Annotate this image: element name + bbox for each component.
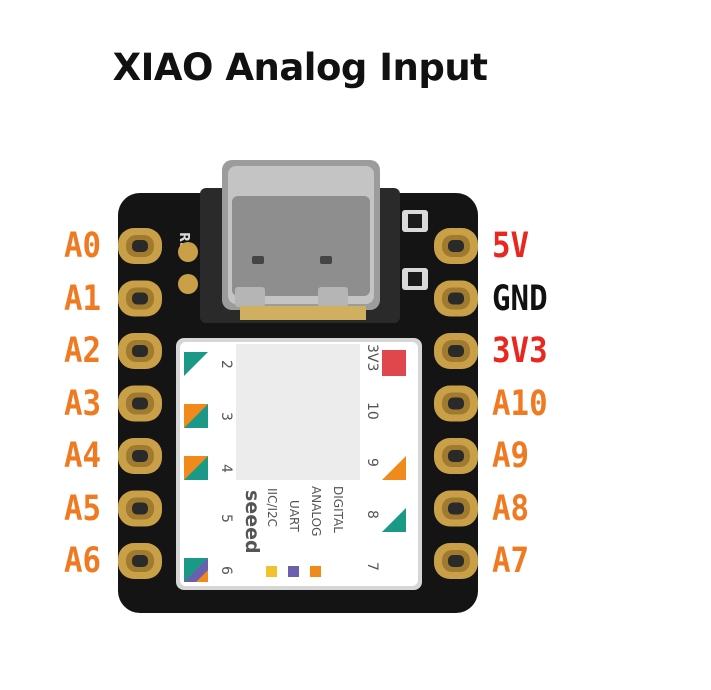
pin-label-a6: A6 <box>64 541 102 581</box>
pin-pad <box>118 438 162 474</box>
right-pin-numbers: 3V3 10 9 8 7 <box>364 344 380 571</box>
left-pads <box>118 228 162 579</box>
board-number: 5 <box>218 514 234 523</box>
board-number: 8 <box>364 510 380 519</box>
pin-label-a9: A9 <box>492 436 530 476</box>
pin-pad <box>434 228 478 264</box>
board-number: 4 <box>218 464 234 473</box>
board-number: 7 <box>364 562 380 571</box>
pin-label-a3: A3 <box>64 383 102 424</box>
pin-label-a1: A1 <box>64 278 102 319</box>
pin-label-a8: A8 <box>492 488 530 529</box>
pin-label-gnd: GND <box>492 278 548 319</box>
board-number: 3 <box>218 412 234 421</box>
pin-pad <box>118 333 162 369</box>
pin-label-a2: A2 <box>64 331 102 371</box>
legend-label: UART <box>287 500 301 532</box>
legend-label: ANALOG <box>309 486 323 536</box>
pin-pad <box>434 333 478 369</box>
board-number: 10 <box>364 402 380 420</box>
left-markers <box>184 352 208 582</box>
legend-swatch <box>288 566 299 577</box>
pin-label-a4: A4 <box>64 436 102 476</box>
brand-text: seeed <box>241 490 263 554</box>
legend-label: DIGITAL <box>331 486 345 533</box>
legend-label: IIC/I2C <box>265 488 279 527</box>
left-pin-numbers: 2 3 4 5 6 <box>218 360 234 575</box>
pin-pad <box>118 280 162 317</box>
pin-pad <box>118 385 162 422</box>
pin-label-a0: A0 <box>64 226 102 266</box>
pin-label-a10: A10 <box>492 383 548 424</box>
chip-area <box>236 344 360 480</box>
usb-c-connector <box>200 160 400 323</box>
pin-pad <box>434 438 478 474</box>
rst-pad <box>178 274 198 294</box>
pin-pad <box>434 490 478 527</box>
legend: IIC/I2C UART ANALOG DIGITAL <box>265 486 345 577</box>
pin-pad <box>118 543 162 579</box>
rst-pad <box>178 242 198 262</box>
diagram-title: XIAO Analog Input <box>112 46 488 89</box>
pin-pad <box>434 543 478 579</box>
board-number: 2 <box>218 360 234 369</box>
pin-label-3v3: 3V3 <box>492 331 548 371</box>
pin-label-a7: A7 <box>492 541 530 581</box>
pin-label-5v: 5V <box>492 226 530 266</box>
red-pad-marker <box>382 350 406 376</box>
board-number: 9 <box>364 458 380 467</box>
pin-pad <box>118 490 162 527</box>
pin-pad <box>118 228 162 264</box>
pin-pad <box>434 385 478 422</box>
pin-pad <box>434 280 478 317</box>
right-pads <box>434 228 478 579</box>
board-number: 3V3 <box>364 344 380 371</box>
pin-label-a5: A5 <box>64 488 102 529</box>
board-number: 6 <box>218 566 234 575</box>
legend-swatch <box>266 566 277 577</box>
legend-swatch <box>310 566 321 577</box>
